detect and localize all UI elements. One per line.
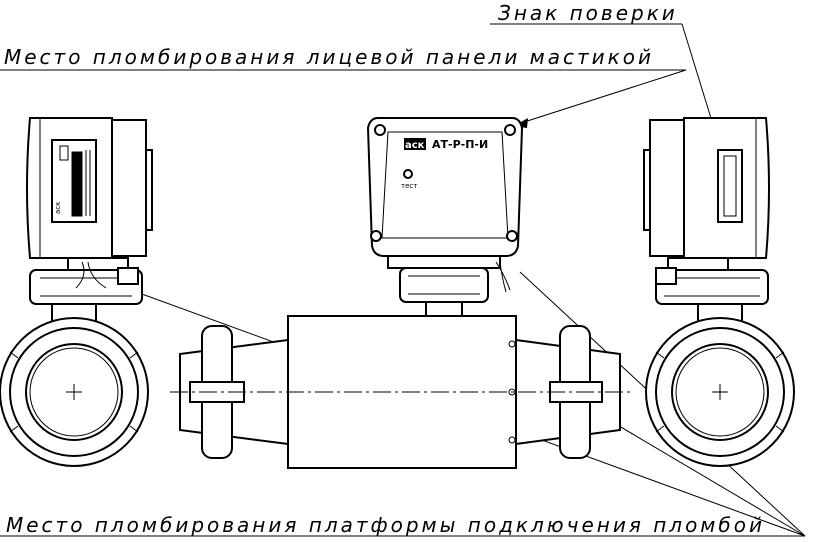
front-brand: аск <box>405 140 425 151</box>
side-label-text: аск <box>54 202 62 214</box>
connection-platform-sealing-label: Место пломбирования платформы подключени… <box>6 513 765 537</box>
center-front-view: аск АТ-Р-П-И тест <box>170 117 630 469</box>
test-button[interactable] <box>403 169 413 179</box>
front-model-label: АТ-Р-П-И <box>432 138 488 151</box>
verification-mark-label: Знак поверки <box>498 1 678 25</box>
test-button-label: тест <box>401 182 417 190</box>
verification-mark-window <box>717 149 743 223</box>
front-panel-sealing-label: Место пломбирования лицевой панели масти… <box>4 45 654 69</box>
right-side-view <box>643 117 795 467</box>
left-side-view: аск <box>0 117 153 467</box>
